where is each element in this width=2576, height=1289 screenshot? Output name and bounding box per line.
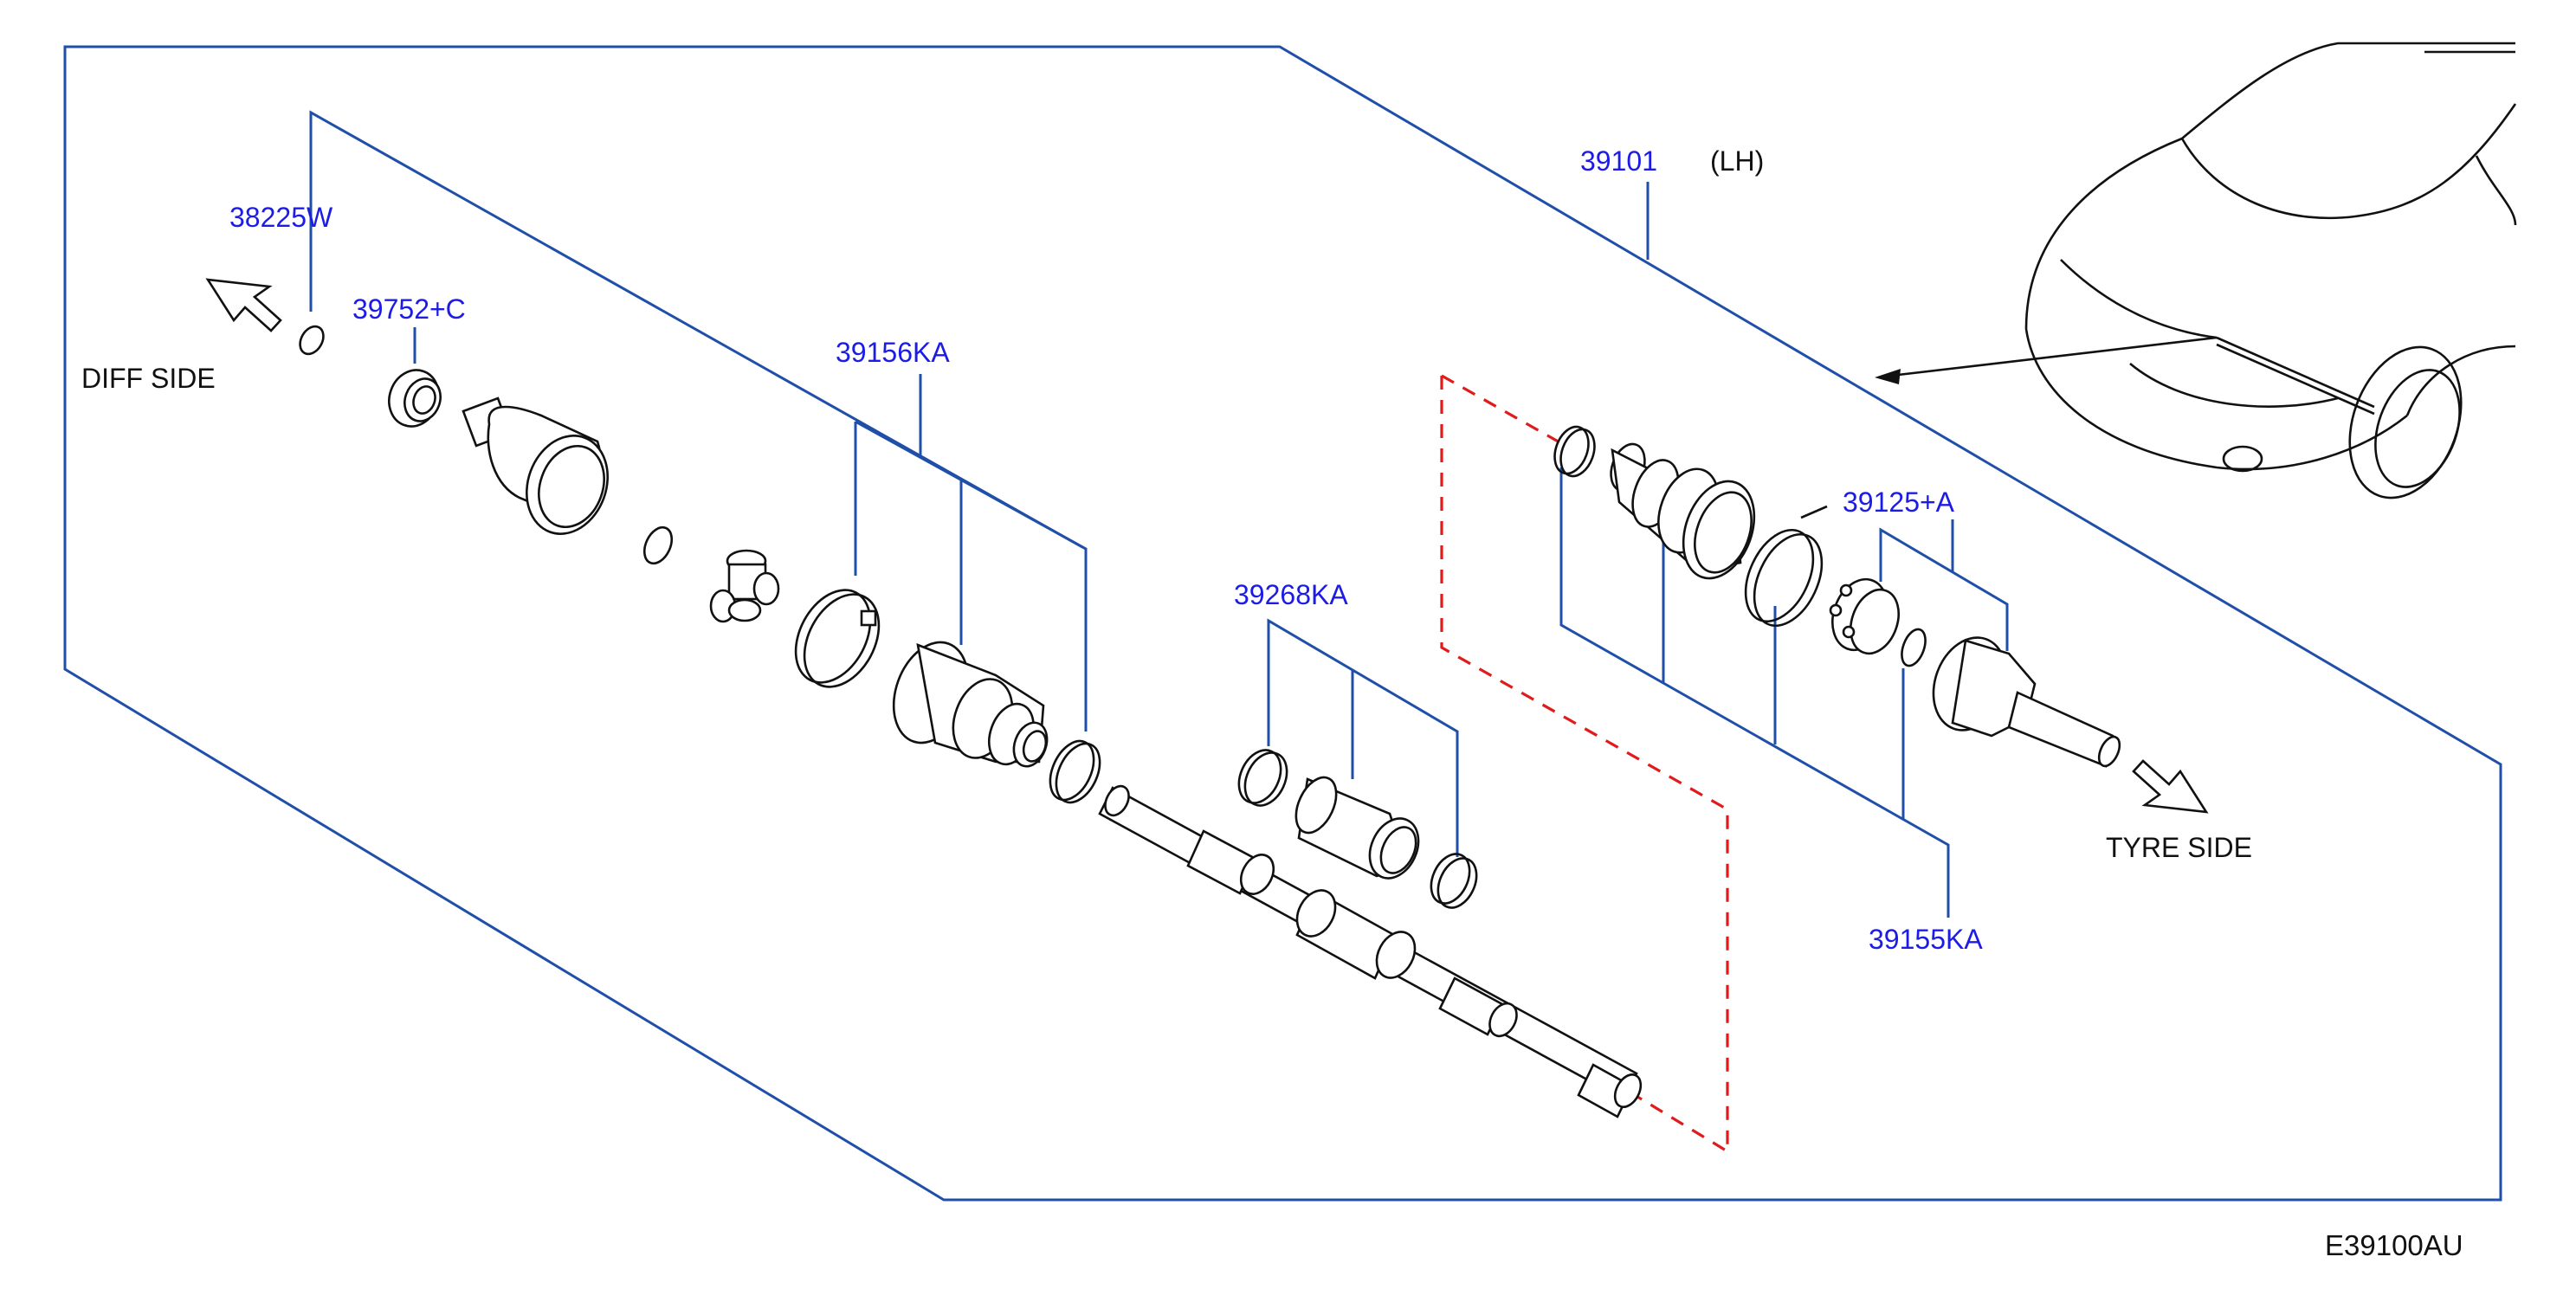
assembly-side-label: (LH) xyxy=(1710,145,1764,177)
damper-band-left xyxy=(1237,749,1288,807)
dynamic-damper xyxy=(1294,776,1420,880)
diff-side-label: DIFF SIDE xyxy=(81,363,216,394)
leader-38225W xyxy=(309,110,1083,549)
ball-cage xyxy=(1829,577,1900,655)
tyre-side-arrow-icon xyxy=(2132,759,2209,814)
oil-seal-39752C xyxy=(388,369,442,428)
leader-39156KA-main xyxy=(855,420,1088,732)
part-number-39752C[interactable]: 39752+C xyxy=(352,293,466,325)
subgroup-dashed-top xyxy=(1441,374,1568,448)
part-number-39156KA[interactable]: 39156KA xyxy=(836,337,950,368)
inner-boot xyxy=(892,641,1049,768)
part-number-39101[interactable]: 39101 xyxy=(1580,145,1657,177)
damper-band-right xyxy=(1430,853,1478,909)
snap-ring-small xyxy=(642,525,674,565)
outer-joint-housing xyxy=(1932,636,2121,768)
boot-band-small xyxy=(1049,739,1101,804)
vehicle-location-inset xyxy=(1875,42,2517,499)
leader-39268KA xyxy=(1267,618,1459,857)
part-number-39155KA[interactable]: 39155KA xyxy=(1869,924,1983,955)
snap-ring-38225W xyxy=(299,325,325,356)
leader-39155KA xyxy=(1559,467,1950,918)
outer-boot-band-small xyxy=(1553,425,1596,478)
part-number-39125A[interactable]: 39125+A xyxy=(1843,487,1955,518)
diff-side-arrow-icon xyxy=(205,278,282,332)
leader-39125A xyxy=(1879,527,2009,651)
part-number-39268KA[interactable]: 39268KA xyxy=(1234,579,1348,610)
figure-code: E39100AU xyxy=(2325,1229,2463,1261)
tyre-side-label: TYRE SIDE xyxy=(2106,832,2252,863)
tripod-joint xyxy=(709,549,780,623)
drive-shaft xyxy=(1098,784,1643,1118)
assembly-outline xyxy=(63,45,2502,1202)
subgroup-dashed-outline xyxy=(1440,376,1729,1154)
part-number-38225W[interactable]: 38225W xyxy=(229,202,333,233)
outer-boot-band-large xyxy=(1744,505,1828,628)
boot-band-large xyxy=(794,589,881,688)
outer-snap-ring xyxy=(1901,628,1927,667)
inner-joint-housing xyxy=(462,396,610,535)
outer-boot xyxy=(1610,442,1756,580)
